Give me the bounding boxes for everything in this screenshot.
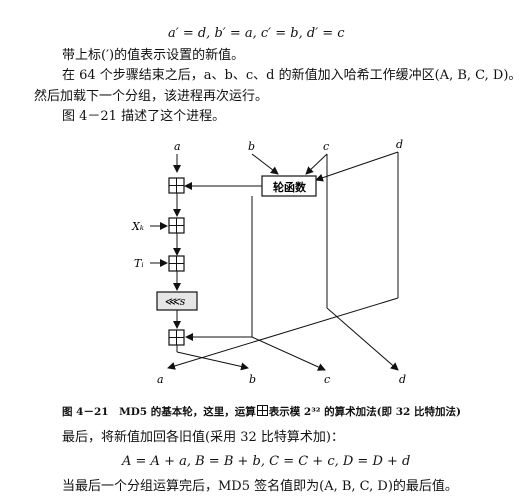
paragraph-buffer-update: 在 64 个步骤结束之后，a、b、c、d 的新值加入哈希工作缓冲区(A, B, … <box>62 68 522 83</box>
round-function-label: 轮函数 <box>273 180 307 194</box>
adder-3 <box>168 255 185 272</box>
input-label-a: a <box>174 140 181 153</box>
output-label-a: a <box>157 373 164 386</box>
left-rotate-label: ⋘s <box>164 295 186 308</box>
caption-suffix: 表示模 2³² 的算术加法(即 32 比特加法) <box>268 406 461 418</box>
output-label-d: d <box>399 373 406 386</box>
paragraph-md5-result: 当最后一个分组运算完后，MD5 签名值即为(A, B, C, D)的最后值。 <box>62 479 458 494</box>
input-label-d: d <box>396 138 403 151</box>
input-label-c: c <box>323 140 329 153</box>
equation-final-add: A = A + a, B = B + b, C = C + c, D = D +… <box>122 454 411 469</box>
paragraph-superscript-note: 带上标(′)的值表示设置的新值。 <box>62 48 245 63</box>
caption-prefix: 图 4－21 MD5 的基本轮，这里，运算 <box>62 406 256 418</box>
md5-round-diagram: a b c d 轮函数 Xₖ Tᵢ ⋘s <box>131 138 406 386</box>
ti-label: Tᵢ <box>134 257 144 270</box>
adder-symbol-icon <box>256 405 268 416</box>
adder-2 <box>168 217 185 234</box>
xk-label: Xₖ <box>131 220 144 233</box>
adder-4 <box>168 329 185 346</box>
input-label-b: b <box>248 140 255 153</box>
equation-rotation: a′ = d, b′ = a, c′ = b, d′ = c <box>168 26 345 41</box>
paragraph-next-block: 然后加载下一个分组，该进程再次运行。 <box>34 89 269 104</box>
figure-caption: 图 4－21 MD5 的基本轮，这里，运算表示模 2³² 的算术加法(即 32 … <box>62 404 461 420</box>
paragraph-figure-ref: 图 4－21 描述了这个进程。 <box>62 109 226 124</box>
output-label-b: b <box>249 373 256 386</box>
output-label-c: c <box>324 373 330 386</box>
adder-1 <box>168 177 185 194</box>
paragraph-add-back: 最后，将新值加回各旧值(采用 32 比特算术加)： <box>62 430 344 445</box>
